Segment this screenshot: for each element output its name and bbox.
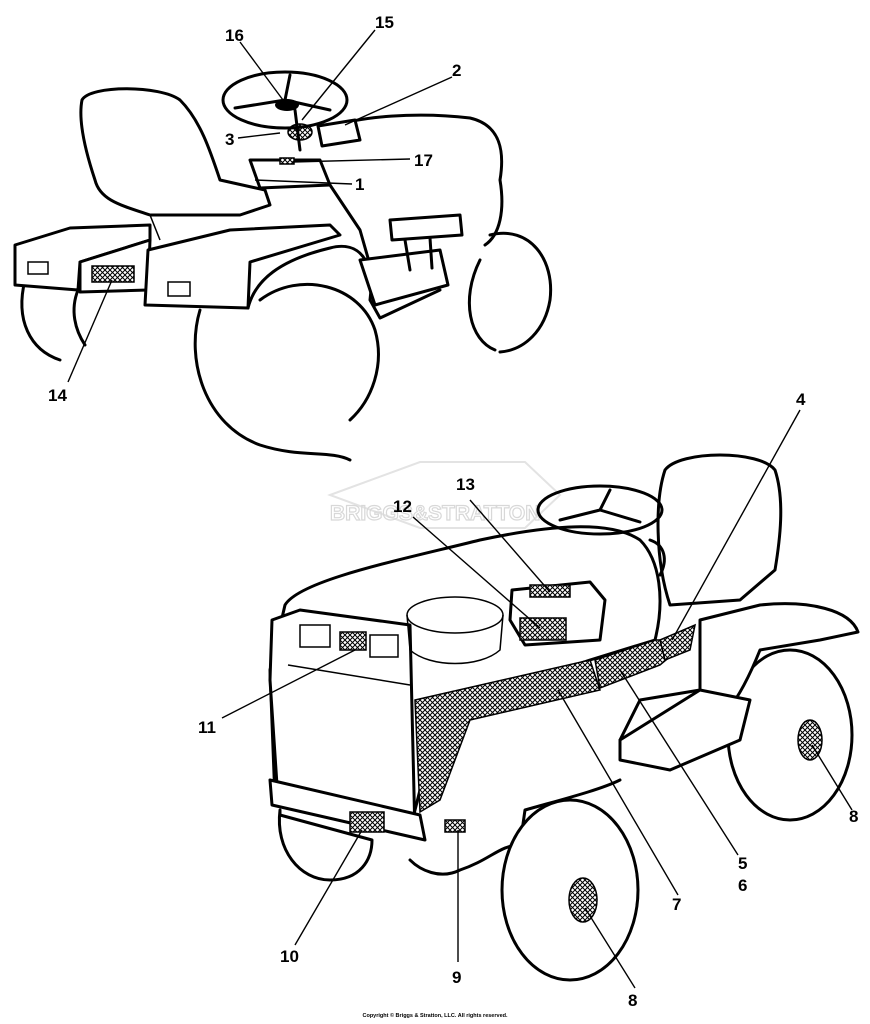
decal-7	[414, 659, 601, 814]
callout-15: 15	[375, 13, 394, 32]
callout-3: 3	[225, 130, 234, 149]
callout-1: 1	[355, 175, 364, 194]
callout-2: 2	[452, 61, 461, 80]
callout-14: 14	[48, 386, 67, 405]
decal-8-front	[568, 877, 598, 923]
callout-11: 11	[198, 718, 216, 737]
callout-9: 9	[452, 968, 461, 987]
callout-12: 12	[393, 497, 412, 516]
decal-10	[349, 811, 385, 833]
decal-9	[444, 819, 466, 833]
watermark-text: BRIGGS&STRATTON	[330, 502, 540, 525]
decal-12	[519, 617, 567, 641]
callout-13: 13	[456, 475, 475, 494]
copyright-notice: Copyright © Briggs & Stratton, LLC. All …	[362, 1013, 508, 1019]
callout-labels: 16 15 2 3 17 1 14 4 13 12 11 8 5 6 7 10 …	[48, 13, 858, 1010]
decal-17	[279, 157, 295, 165]
decal-4	[659, 623, 697, 662]
callout-8-front: 8	[628, 991, 637, 1010]
callout-17: 17	[414, 151, 433, 170]
callout-8-rear: 8	[849, 807, 858, 826]
callout-6: 6	[738, 876, 747, 895]
callout-16: 16	[225, 26, 244, 45]
decal-11	[339, 631, 367, 651]
watermark-logo: BRIGGS&STRATTON	[327, 461, 562, 529]
decal-8-rear	[797, 719, 823, 761]
callout-4: 4	[796, 390, 806, 409]
callout-7: 7	[672, 895, 681, 914]
leader-lines	[67, 29, 853, 989]
decal-14	[91, 265, 135, 283]
callout-5: 5	[738, 854, 747, 873]
front-view-drawing	[268, 453, 860, 982]
callout-10: 10	[280, 947, 299, 966]
rear-view-drawing	[13, 70, 553, 462]
